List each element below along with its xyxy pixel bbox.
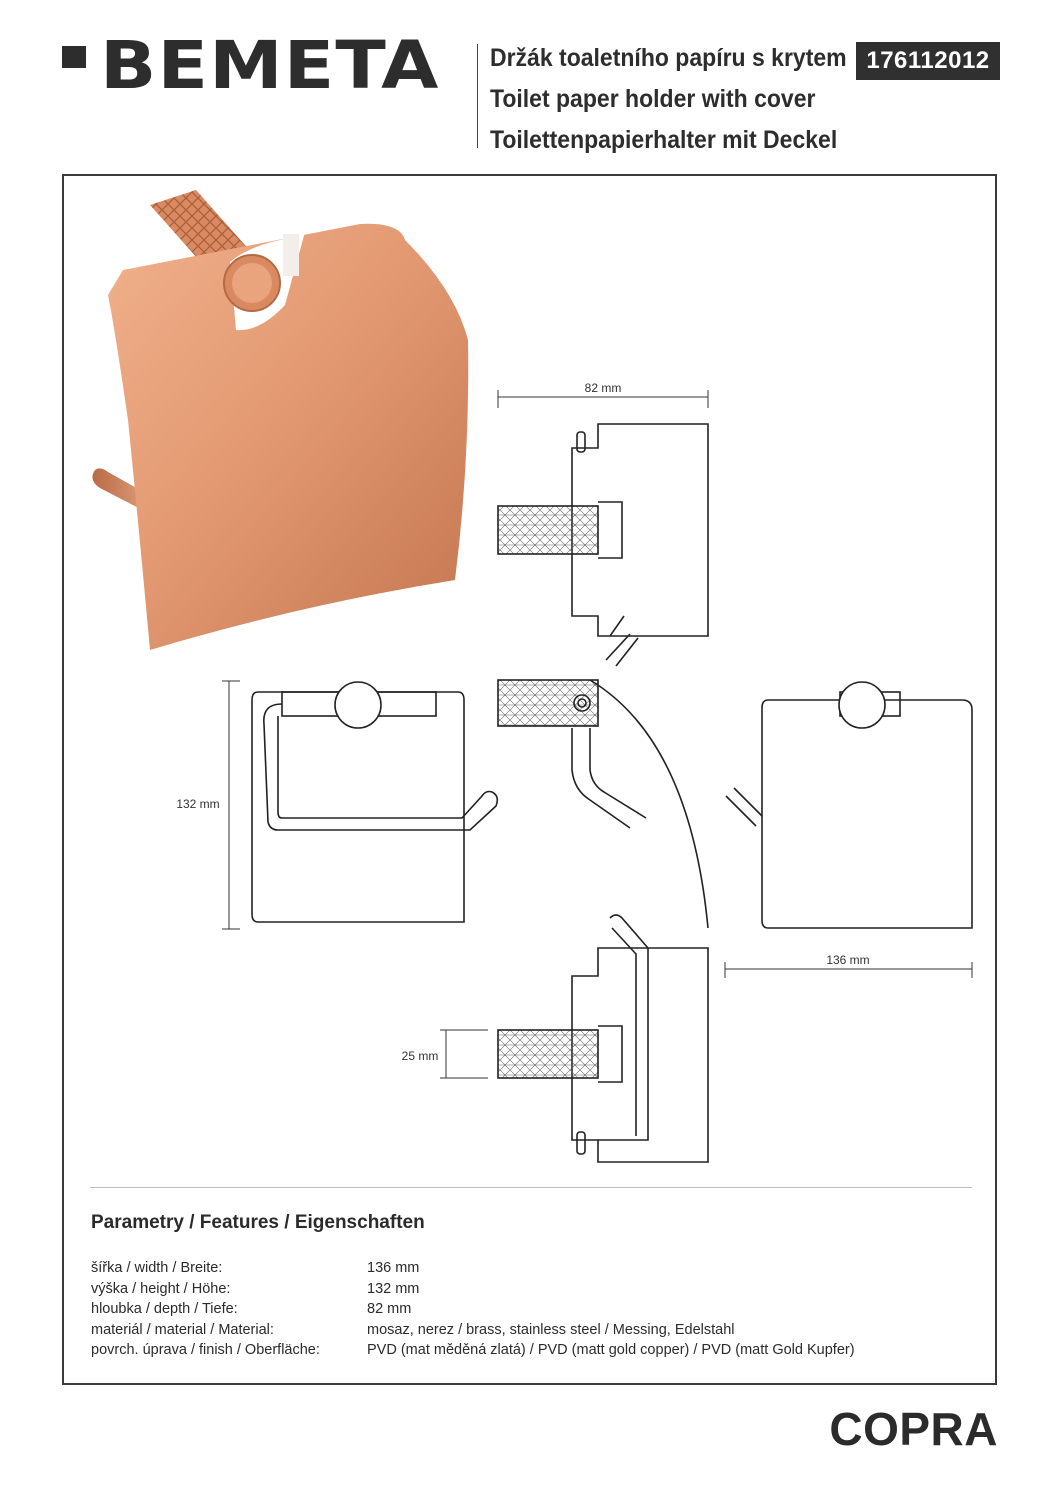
feature-row-material: materiál / material / Material: mosaz, n… — [91, 1320, 971, 1341]
title-czech: Držák toaletního papíru s krytem — [490, 44, 847, 72]
feature-row-depth: hloubka / depth / Tiefe: 82 mm — [91, 1299, 971, 1320]
dim-width-label: 136 mm — [826, 953, 869, 967]
title-german: Toilettenpapierhalter mit Deckel — [490, 126, 838, 154]
product-frame — [62, 174, 997, 1385]
header-divider — [477, 44, 478, 148]
feature-value: 82 mm — [367, 1301, 412, 1318]
side-view-middle — [497, 679, 709, 929]
features-table: šířka / width / Breite: 136 mm výška / h… — [91, 1258, 971, 1361]
feature-value: mosaz, nerez / brass, stainless steel / … — [367, 1321, 735, 1338]
feature-label: výška / height / Höhe: — [91, 1280, 231, 1297]
product-titles: Držák toaletního papíru s krytem Toilet … — [490, 38, 878, 161]
product-code-badge: 176112012 — [856, 42, 1000, 80]
feature-value: 132 mm — [367, 1280, 420, 1297]
dim-height: 132 mm — [176, 680, 240, 930]
feature-row-height: výška / height / Höhe: 132 mm — [91, 1279, 971, 1300]
features-title: Parametry / Features / Eigenschaften — [91, 1212, 425, 1233]
feature-label: materiál / material / Material: — [91, 1321, 274, 1338]
series-name: COPRA — [829, 1403, 998, 1455]
product-photo — [92, 190, 469, 651]
feature-label: povrch. úprava / finish / Oberfläche: — [91, 1342, 320, 1359]
title-english: Toilet paper holder with cover — [490, 85, 816, 113]
feature-row-finish: povrch. úprava / finish / Oberfläche: PV… — [91, 1340, 971, 1361]
bemeta-logo: BEMETA — [62, 27, 438, 104]
dim-base-label: 25 mm — [402, 1049, 439, 1063]
dim-depth: 82 mm — [497, 381, 709, 408]
dim-depth-label: 82 mm — [585, 381, 622, 395]
feature-value: PVD (mat měděná zlatá) / PVD (matt gold … — [367, 1342, 855, 1359]
front-view-right — [725, 681, 973, 929]
dim-width: 136 mm — [724, 953, 973, 978]
logo-block-mark — [62, 46, 86, 68]
logo-text: BEMETA — [100, 27, 440, 104]
feature-row-width: šířka / width / Breite: 136 mm — [91, 1258, 971, 1279]
dim-base: 25 mm — [402, 1029, 488, 1079]
side-view-bottom — [497, 914, 709, 1163]
section-divider — [90, 1187, 972, 1188]
side-view-top — [497, 423, 709, 667]
dim-height-label: 132 mm — [176, 797, 219, 811]
feature-label: hloubka / depth / Tiefe: — [91, 1301, 238, 1318]
feature-label: šířka / width / Breite: — [91, 1260, 223, 1276]
front-view-left — [251, 681, 499, 923]
feature-value: 136 mm — [367, 1260, 420, 1276]
